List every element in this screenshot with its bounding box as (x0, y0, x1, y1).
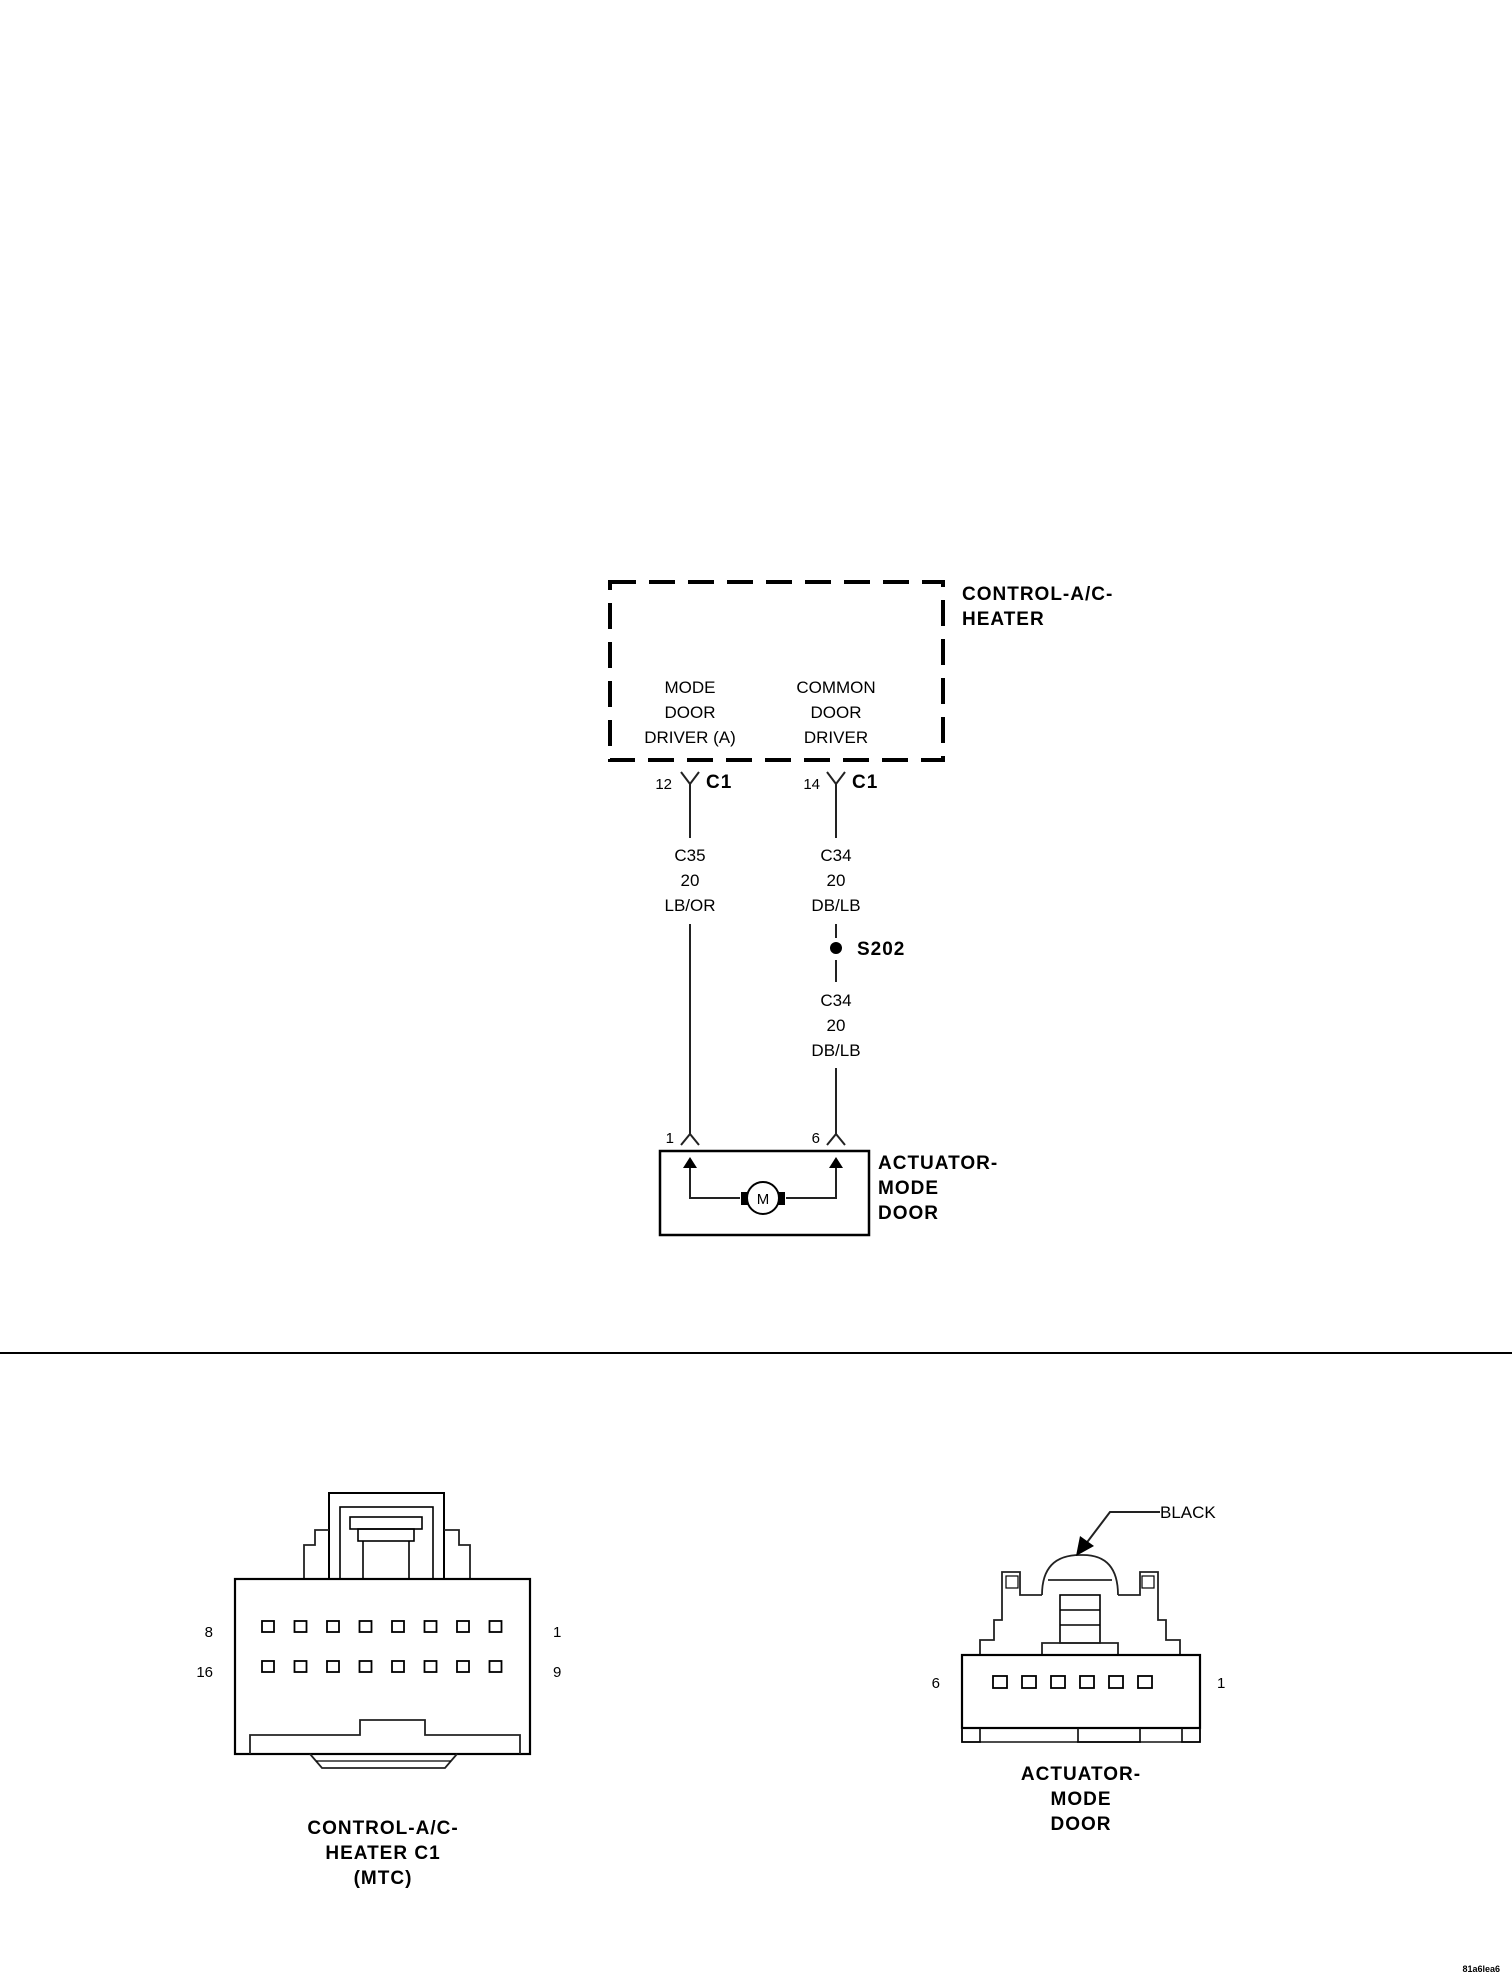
module-pin-12-connector: C1 (706, 772, 732, 793)
actuator-title-line2: MODE (878, 1178, 939, 1199)
module-pin-14-connector: C1 (852, 772, 878, 793)
module-pin-14-symbol (826, 771, 846, 792)
hvac-pin-1-label: 1 (553, 1624, 561, 1641)
module-pin-14-number: 14 (803, 776, 820, 793)
actuator-title-line3: DOOR (878, 1203, 939, 1224)
actuator-cavity (1108, 1675, 1124, 1689)
wire-c35-gauge: 20 (681, 871, 700, 890)
hvac-pin-8-label: 8 (205, 1624, 213, 1641)
hvac-cavity (261, 1620, 275, 1633)
hvac-cavity (326, 1620, 340, 1633)
hvac-cavity (391, 1660, 405, 1673)
hvac-connector-view (233, 1492, 532, 1769)
hvac-cavity (456, 1620, 470, 1633)
actuator-caption-line2: MODE (1051, 1789, 1112, 1810)
hvac-cavity (423, 1660, 438, 1673)
actuator-callout-label: BLACK (1160, 1503, 1216, 1522)
hvac-cavity (358, 1620, 373, 1633)
hvac-cavity (391, 1620, 405, 1633)
actuator-connector-view (960, 1511, 1202, 1743)
actuator-cavity (1079, 1675, 1095, 1689)
pin-name-mode-2: DOOR (665, 703, 716, 722)
motor-brush-right (778, 1192, 785, 1205)
hvac-cavity (488, 1620, 503, 1633)
actuator-pin-1-number: 1 (666, 1130, 674, 1147)
module-pin-12-symbol (680, 771, 700, 792)
actuator-caption-line3: DOOR (1051, 1814, 1112, 1835)
figure-id: 81a6lea6 (1462, 1964, 1500, 1974)
pin-name-common-1: COMMON (796, 678, 875, 697)
wire-c34-lower-circuit: C34 (820, 991, 851, 1010)
module-title-line1: CONTROL-A/C- (962, 584, 1113, 605)
hvac-cavity (326, 1660, 340, 1673)
hvac-caption-line2: HEATER C1 (325, 1843, 440, 1864)
wire-c35-circuit: C35 (674, 846, 705, 865)
motor-symbol: M (757, 1191, 770, 1208)
actuator-pin-1-symbol (680, 1127, 700, 1146)
wire-c35-color: LB/OR (664, 896, 715, 915)
wire-c34-upper-color: DB/LB (811, 896, 860, 915)
module-box (608, 580, 945, 762)
module-title-line2: HEATER (962, 609, 1045, 630)
actuator-cavity (1137, 1675, 1153, 1689)
actuator-cavity (992, 1675, 1008, 1689)
motor-icon (746, 1181, 780, 1215)
actuator-internal-left (689, 1160, 740, 1199)
wire-c34-upper-circuit: C34 (820, 846, 851, 865)
motor-brush-left (741, 1192, 748, 1205)
pin-name-common-3: DRIVER (804, 728, 868, 747)
actuator-view-pin-6-label: 6 (932, 1675, 940, 1692)
actuator-arrow-left (683, 1157, 697, 1168)
module-pin-12-number: 12 (655, 776, 672, 793)
actuator-internal-right (786, 1160, 837, 1199)
hvac-cavity (358, 1660, 373, 1673)
pin-name-mode-3: DRIVER (A) (644, 728, 736, 747)
hvac-cavity (293, 1620, 308, 1633)
hvac-cavity (293, 1660, 308, 1673)
splice-dot (830, 942, 842, 954)
actuator-cavity (1021, 1675, 1037, 1689)
hvac-cavity (456, 1660, 470, 1673)
actuator-cavity-row (992, 1675, 1153, 1689)
splice-label: S202 (857, 939, 905, 960)
actuator-pin-6-number: 6 (812, 1130, 820, 1147)
hvac-caption-line3: (MTC) (354, 1868, 413, 1889)
pin-name-mode-1: MODE (665, 678, 716, 697)
hvac-cavity (423, 1620, 438, 1633)
wire-c34-upper-gauge: 20 (827, 871, 846, 890)
hvac-cavity (261, 1660, 275, 1673)
actuator-cavity (1050, 1675, 1066, 1689)
pin-name-common-2: DOOR (811, 703, 862, 722)
actuator-arrow-right (829, 1157, 843, 1168)
hvac-cavity-grid (261, 1620, 503, 1673)
actuator-view-pin-1-label: 1 (1217, 1675, 1225, 1692)
hvac-cavity (488, 1660, 503, 1673)
wire-c34-lower-gauge: 20 (827, 1016, 846, 1035)
hvac-pin-16-label: 16 (196, 1664, 213, 1681)
hvac-pin-9-label: 9 (553, 1664, 561, 1681)
wire-c34-lower-color: DB/LB (811, 1041, 860, 1060)
hvac-caption-line1: CONTROL-A/C- (307, 1818, 458, 1839)
actuator-title-line1: ACTUATOR- (878, 1153, 998, 1174)
actuator-box (658, 1149, 871, 1237)
actuator-caption-line1: ACTUATOR- (1021, 1764, 1141, 1785)
actuator-pin-6-symbol (826, 1127, 846, 1146)
